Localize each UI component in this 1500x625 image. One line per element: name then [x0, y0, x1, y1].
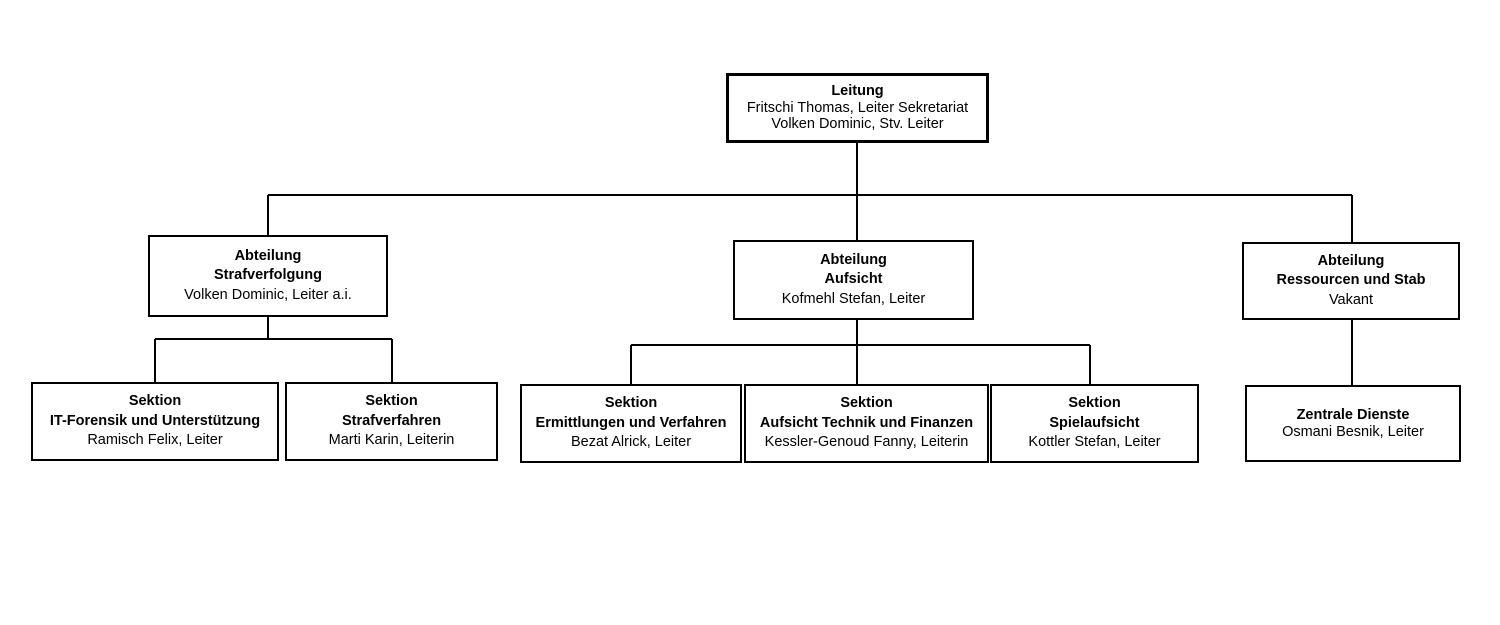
abt-ressourcen-title: Abteilung — [1317, 252, 1385, 269]
abt-ressourcen-subtitle: Ressourcen und Stab — [1276, 272, 1426, 289]
box-sektion-strafverfahren: Sektion Strafverfahren Marti Karin, Leit… — [285, 382, 498, 461]
box-sektion-aufsicht-technik: Sektion Aufsicht Technik und Finanzen Ke… — [744, 384, 989, 463]
sek-ermittlungen-title: Sektion — [604, 395, 658, 412]
sek-aufsicht-technik-title: Sektion — [840, 395, 893, 412]
leitung-person-1: Fritschi Thomas, Leiter Sekretariat — [746, 99, 969, 116]
box-zentrale-dienste: Zentrale Dienste Osmani Besnik, Leiter — [1245, 385, 1461, 462]
sek-aufsicht-technik-person: Kessler-Genoud Fanny, Leiterin — [764, 434, 969, 451]
box-sektion-ermittlungen: Sektion Ermittlungen und Verfahren Bezat… — [520, 384, 742, 463]
abt-strafverfolgung-subtitle: Strafverfolgung — [214, 267, 322, 284]
abt-aufsicht-subtitle: Aufsicht — [824, 271, 883, 288]
zentrale-dienste-title: Zentrale Dienste — [1296, 406, 1410, 423]
sek-aufsicht-technik-subtitle: Aufsicht Technik und Finanzen — [759, 414, 974, 431]
sek-strafverfahren-person: Marti Karin, Leiterin — [328, 432, 455, 449]
box-abteilung-ressourcen: Abteilung Ressourcen und Stab Vakant — [1242, 242, 1460, 320]
zentrale-dienste-person: Osmani Besnik, Leiter — [1282, 423, 1424, 440]
box-sektion-spielaufsicht: Sektion Spielaufsicht Kottler Stefan, Le… — [990, 384, 1199, 463]
abt-strafverfolgung-person: Volken Dominic, Leiter a.i. — [184, 286, 352, 303]
leitung-title: Leitung — [831, 83, 884, 100]
leitung-person-2: Volken Dominic, Stv. Leiter — [771, 116, 944, 133]
box-abteilung-strafverfolgung: Abteilung Strafverfolgung Volken Dominic… — [148, 235, 388, 317]
box-abteilung-aufsicht: Abteilung Aufsicht Kofmehl Stefan, Leite… — [733, 240, 974, 320]
sek-ermittlungen-subtitle: Ermittlungen und Verfahren — [535, 414, 727, 431]
sek-strafverfahren-subtitle: Strafverfahren — [341, 412, 442, 429]
abt-aufsicht-title: Abteilung — [820, 251, 887, 268]
sek-it-forensik-title: Sektion — [128, 393, 182, 410]
box-sektion-it-forensik: Sektion IT-Forensik und Unterstützung Ra… — [31, 382, 279, 461]
box-leitung: Leitung Fritschi Thomas, Leiter Sekretar… — [726, 73, 989, 143]
abt-ressourcen-person: Vakant — [1328, 291, 1374, 308]
sek-strafverfahren-title: Sektion — [365, 393, 418, 410]
abt-strafverfolgung-title: Abteilung — [234, 247, 302, 264]
sek-it-forensik-subtitle: IT-Forensik und Unterstützung — [49, 412, 261, 429]
sek-ermittlungen-person: Bezat Alrick, Leiter — [570, 434, 692, 451]
sek-spielaufsicht-title: Sektion — [1068, 395, 1121, 412]
sek-spielaufsicht-person: Kottler Stefan, Leiter — [1028, 434, 1161, 451]
abt-aufsicht-person: Kofmehl Stefan, Leiter — [781, 290, 926, 307]
sek-spielaufsicht-subtitle: Spielaufsicht — [1049, 414, 1140, 431]
sek-it-forensik-person: Ramisch Felix, Leiter — [87, 432, 223, 449]
